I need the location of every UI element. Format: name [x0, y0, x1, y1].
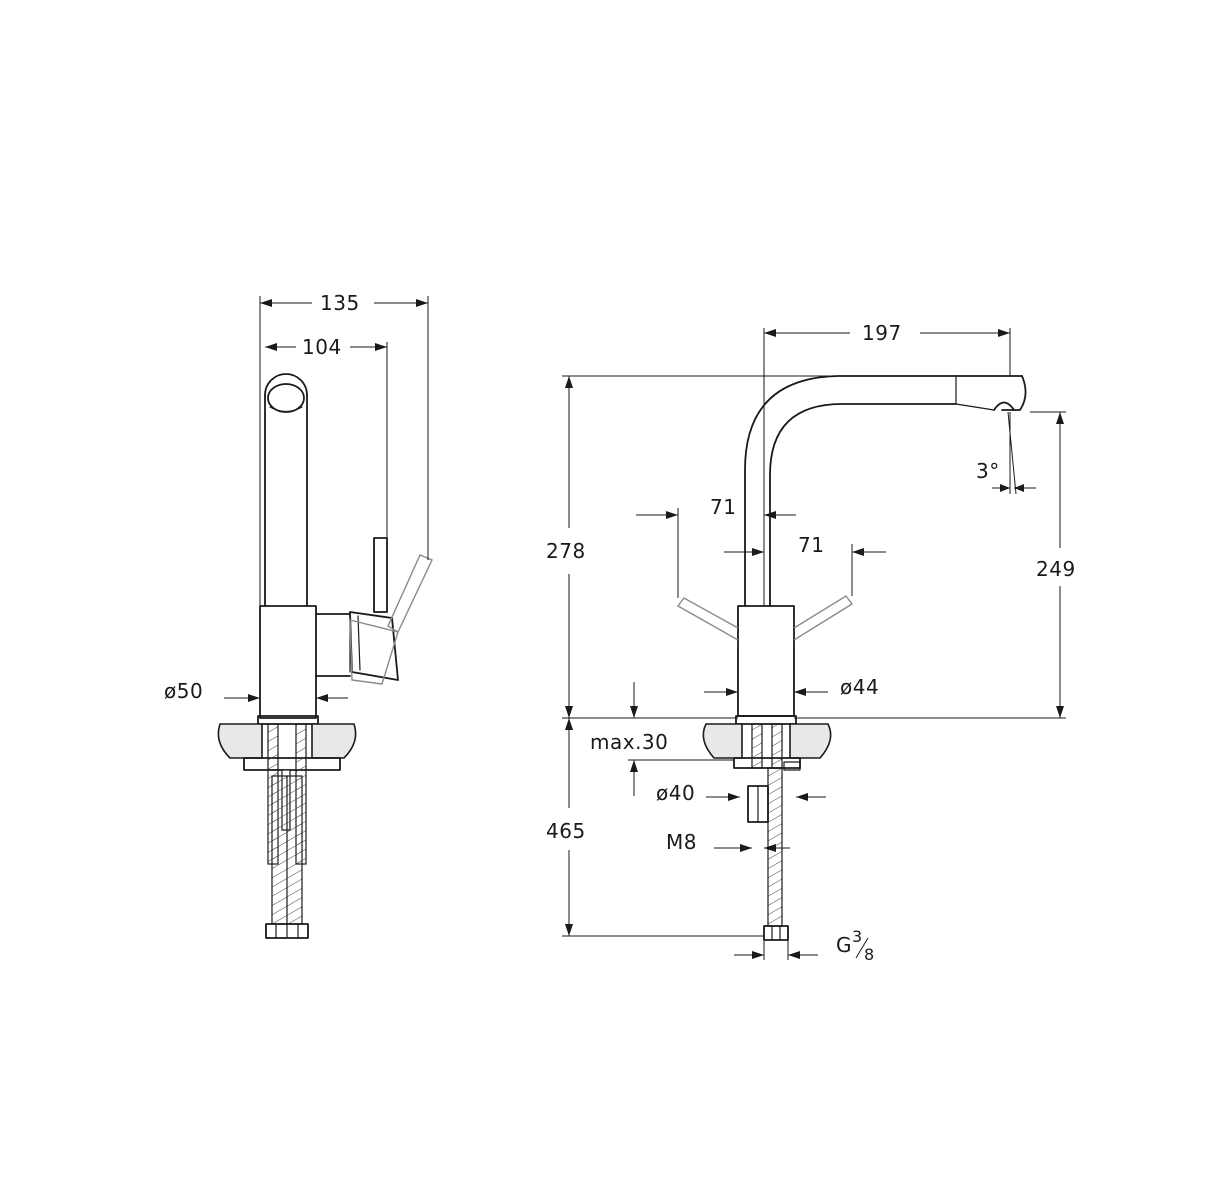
front-dim-angle-label: 3°	[976, 459, 1000, 483]
front-dim-71-left-label: 71	[710, 495, 736, 519]
front-view: 197 278 249	[546, 321, 1076, 964]
side-dim-diameter-50-label: ø50	[164, 679, 203, 703]
front-base-ring	[735, 715, 797, 725]
side-spout	[264, 373, 308, 607]
front-dim-71-right: 71	[724, 533, 886, 596]
front-dim-diameter-40: ø40	[656, 781, 826, 805]
side-body	[259, 605, 351, 719]
side-hoses	[265, 723, 309, 939]
side-dim-104-label: 104	[302, 335, 342, 359]
side-countertop	[217, 723, 357, 771]
front-dim-diameter-44-label: ø44	[840, 675, 879, 699]
side-view: 135 104 ø50	[164, 291, 433, 939]
front-dim-thread-g: G	[836, 933, 852, 957]
front-dim-197-label: 197	[862, 321, 902, 345]
front-spout	[744, 375, 1027, 607]
side-dim-104: 104	[265, 335, 388, 538]
front-dim-thread-num: 3	[852, 927, 863, 946]
front-dim-197: 197	[763, 321, 1011, 606]
front-dim-249-label: 249	[1036, 557, 1076, 581]
front-hoses	[747, 723, 789, 941]
front-dim-angle: 3°	[976, 411, 1036, 495]
front-dim-max-30: max.30	[590, 682, 734, 796]
front-body	[737, 605, 795, 717]
front-dim-249: 249	[794, 411, 1076, 719]
side-dim-135-label: 135	[320, 291, 360, 315]
side-lever-ghost	[349, 554, 433, 685]
front-dim-465: 465	[546, 718, 764, 937]
side-dim-135: 135	[259, 291, 429, 606]
front-dim-max-30-label: max.30	[590, 730, 668, 754]
front-dim-thread-den: 8	[864, 945, 875, 964]
front-dim-thread: G 3 8	[734, 927, 875, 964]
front-dim-diameter-44: ø44	[704, 675, 879, 699]
front-lever-ghost	[676, 595, 854, 641]
front-countertop	[702, 723, 832, 771]
front-dim-m8: M8	[666, 830, 790, 854]
side-lever	[349, 537, 399, 681]
side-dim-diameter-50: ø50	[164, 679, 348, 703]
side-base-ring	[257, 715, 319, 725]
front-dim-m8-label: M8	[666, 830, 697, 854]
front-dim-278: 278	[546, 375, 1022, 719]
front-dim-278-label: 278	[546, 539, 586, 563]
front-dim-465-label: 465	[546, 819, 586, 843]
front-dim-diameter-40-label: ø40	[656, 781, 695, 805]
front-dim-71-right-label: 71	[798, 533, 824, 557]
front-dim-71-left: 71	[636, 495, 796, 598]
